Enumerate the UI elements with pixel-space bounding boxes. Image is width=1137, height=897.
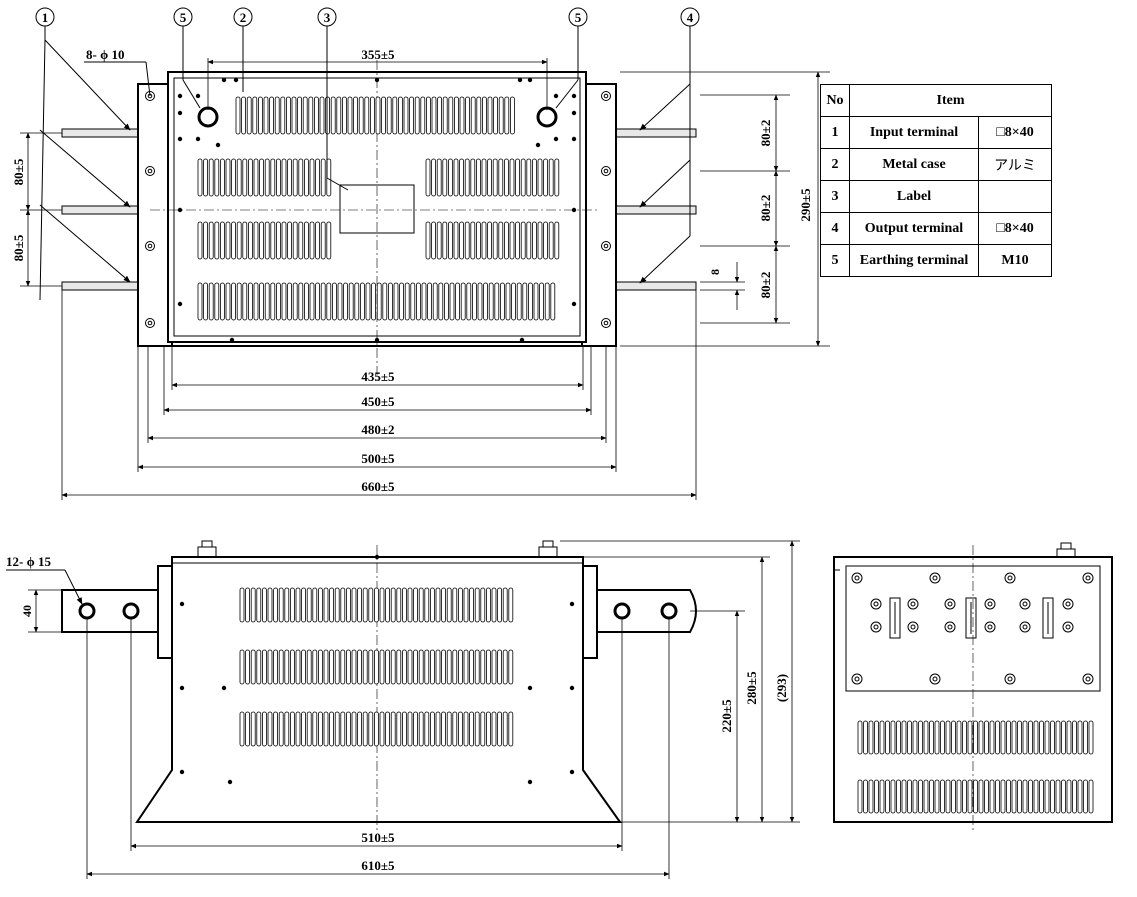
row-item: Metal case (849, 148, 979, 181)
row-item: Output terminal (849, 212, 979, 245)
dim-8: 8 (708, 269, 722, 275)
input-terminal-bars (61, 128, 143, 291)
header-no: No (820, 84, 850, 117)
callout-2: 2 (233, 7, 253, 27)
row-spec: □8×40 (978, 116, 1052, 149)
callout-5-left: 5 (173, 7, 193, 27)
dim-500: 500±5 (361, 451, 395, 466)
right-flange (581, 83, 617, 347)
dim-660: 660±5 (361, 479, 395, 494)
left-flange (137, 83, 173, 347)
table-row: 3 Label (820, 180, 1052, 213)
terminal-panel-holes (851, 572, 1094, 685)
dim-right-80b: 80±2 (758, 195, 773, 222)
dim-610: 610±5 (361, 858, 395, 873)
side-view (833, 542, 1113, 830)
callout-3: 3 (317, 7, 337, 27)
front-vent-slots (239, 587, 514, 747)
row-item: Label (849, 180, 979, 213)
row-spec: アルミ (978, 148, 1052, 181)
row-spec: M10 (978, 244, 1052, 277)
row-no: 5 (820, 244, 850, 277)
terminal-panel (845, 565, 1101, 692)
row-no: 2 (820, 148, 850, 181)
top-vent-slots (197, 96, 560, 321)
case-screws (177, 77, 577, 343)
dim-right-80a: 80±2 (758, 120, 773, 147)
front-output-terminal (594, 589, 697, 633)
svg-text:5: 5 (180, 10, 187, 25)
dim-right-80c: 80±2 (758, 272, 773, 299)
front-view: 12- ϕ 15 40 220±5 280±5 (293) 510±5 (6, 540, 800, 879)
dim-435: 435±5 (361, 369, 395, 384)
leader-lines (39, 26, 691, 301)
svg-text:3: 3 (324, 10, 331, 25)
front-input-terminal (61, 589, 161, 633)
table-header-row: No Item (820, 84, 1052, 117)
callout-5-right: 5 (568, 7, 588, 27)
svg-text:5: 5 (575, 10, 582, 25)
output-terminal-bars (609, 128, 697, 291)
label-plate (339, 184, 415, 234)
dim-left-80a: 80±5 (11, 158, 26, 185)
dim-450: 450±5 (361, 394, 395, 409)
svg-text:2: 2 (240, 10, 247, 25)
side-vent-slots (857, 720, 1094, 814)
holes-note-top: 8- ϕ 10 (86, 47, 124, 62)
table-row: 2 Metal case アルミ (820, 148, 1052, 181)
table-row: 5 Earthing terminal M10 (820, 244, 1052, 277)
earthing-terminal-right (536, 106, 558, 128)
row-item: Input terminal (849, 116, 979, 149)
callout-1: 1 (35, 7, 55, 27)
row-no: 4 (820, 212, 850, 245)
svg-text:4: 4 (687, 10, 694, 25)
dim-480: 480±2 (361, 422, 394, 437)
dim-40: 40 (20, 605, 34, 617)
dim-220: 220±5 (719, 699, 734, 733)
front-dimensions: 12- ϕ 15 40 220±5 280±5 (293) 510±5 (6, 540, 800, 879)
item-table: No Item 1 Input terminal □8×40 2 Metal c… (820, 84, 1052, 277)
top-dimensions: 8- ϕ 10 355±5 435±5 450±5 480±2 500±5 (11, 47, 830, 500)
dim-280: 280±5 (744, 671, 759, 705)
dim-290: 290±5 (798, 188, 813, 222)
svg-text:1: 1 (42, 10, 49, 25)
table-row: 4 Output terminal □8×40 (820, 212, 1052, 245)
callout-4: 4 (680, 7, 700, 27)
front-screws (179, 554, 575, 785)
top-view: 1 5 2 3 5 4 (11, 7, 830, 500)
row-spec (978, 180, 1052, 213)
dim-355: 355±5 (361, 47, 395, 62)
row-item: Earthing terminal (849, 244, 979, 277)
row-no: 1 (820, 116, 850, 149)
dim-left-80b: 80±5 (11, 234, 26, 261)
row-spec: □8×40 (978, 212, 1052, 245)
earthing-terminal-left (197, 106, 219, 128)
row-no: 3 (820, 180, 850, 213)
dim-510: 510±5 (361, 830, 395, 845)
holes-note-front: 12- ϕ 15 (6, 554, 51, 569)
table-row: 1 Input terminal □8×40 (820, 116, 1052, 149)
header-item: Item (849, 84, 1052, 117)
dim-293: (293) (774, 674, 789, 702)
